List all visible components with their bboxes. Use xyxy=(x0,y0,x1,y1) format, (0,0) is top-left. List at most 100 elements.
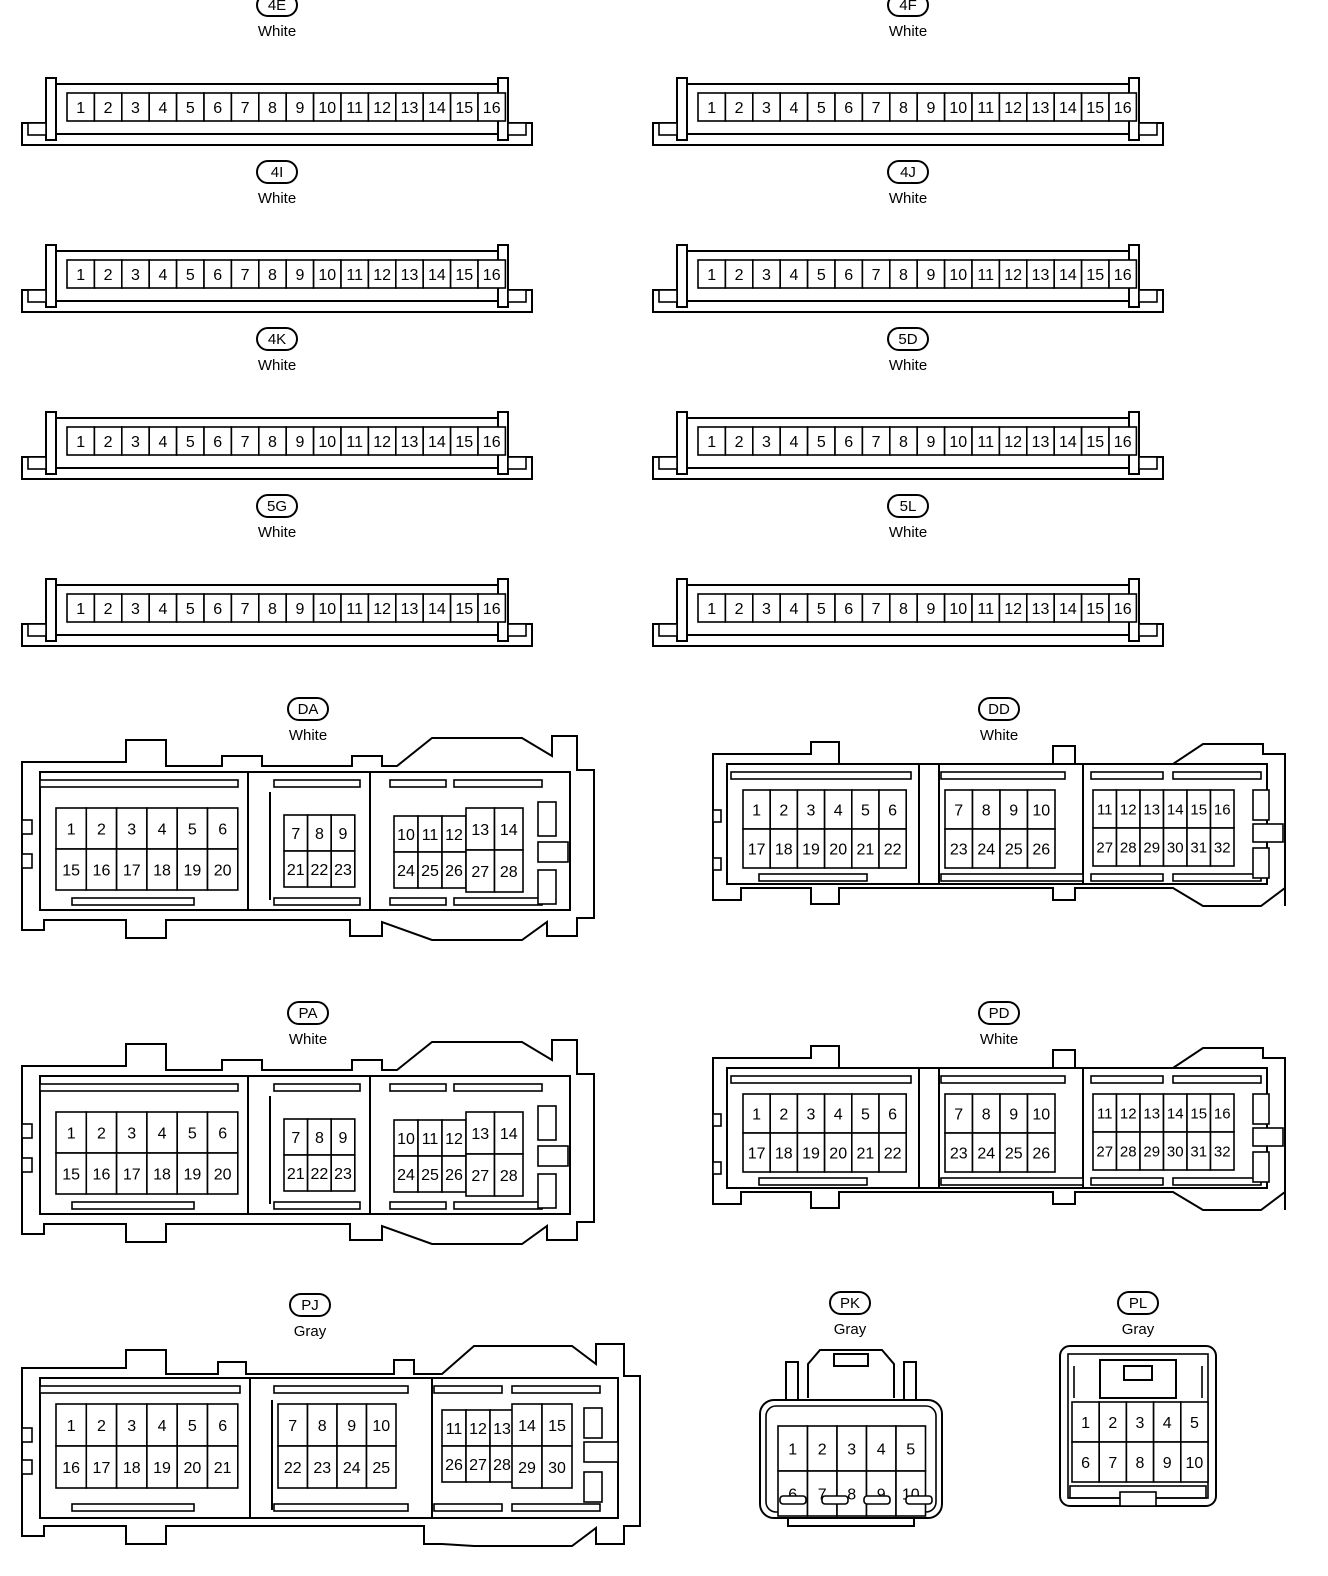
pin-box xyxy=(888,92,918,122)
pin-number: 13 xyxy=(1143,801,1160,818)
pin-cell: 1 xyxy=(55,1111,88,1154)
pin-cell: 15 xyxy=(449,259,479,289)
pin-number: 13 xyxy=(401,601,419,618)
pin-cell: 26 xyxy=(441,851,467,889)
connector-color: Gray xyxy=(834,1321,867,1338)
pin-cell: 9 xyxy=(330,1118,356,1156)
connector-id-badge xyxy=(887,0,929,17)
pin-cell: 1 xyxy=(66,92,96,122)
pin-cell: 13 xyxy=(465,1111,496,1155)
pin-cell: 9 xyxy=(285,593,315,623)
pin-number: 21 xyxy=(857,1145,875,1162)
pin-cell: 15 xyxy=(55,1152,88,1195)
connector-id-badge xyxy=(256,327,298,351)
pin-cell: 5 xyxy=(175,259,205,289)
pin-number: 10 xyxy=(397,827,415,844)
pin-box xyxy=(465,849,496,893)
pin-box xyxy=(55,1111,88,1154)
pin-cell: 9 xyxy=(285,259,315,289)
pin-number: 2 xyxy=(97,1125,106,1142)
pin-cell: 13 xyxy=(1026,426,1056,456)
pin-box xyxy=(1080,426,1110,456)
pin-cell: 6 xyxy=(1071,1441,1101,1483)
pin-cell: 11 xyxy=(971,593,1001,623)
housing-outline xyxy=(807,1349,895,1398)
pin-number: 10 xyxy=(397,1131,415,1148)
connector-color: White xyxy=(889,524,927,541)
pin-number: 31 xyxy=(1190,1143,1207,1160)
pin-cell: 2 xyxy=(769,1093,799,1134)
pin-cell: 10 xyxy=(393,815,419,853)
pin-box xyxy=(176,1403,209,1447)
pin-cell: 4 xyxy=(823,1093,853,1134)
pin-number: 13 xyxy=(401,267,419,284)
connector-id-badge xyxy=(1117,1291,1159,1315)
pin-number: 30 xyxy=(548,1460,566,1477)
pin-cell: 7 xyxy=(861,593,891,623)
pin-number: 14 xyxy=(500,1126,518,1143)
pin-number: 3 xyxy=(127,1125,136,1142)
pin-cell: 14 xyxy=(422,92,452,122)
pin-cell: 12 xyxy=(367,259,397,289)
pin-cell: 6 xyxy=(878,1093,908,1134)
pin-cell: 11 xyxy=(971,426,1001,456)
pin-number: 12 xyxy=(1120,1105,1137,1122)
pin-cell: 26 xyxy=(441,1155,467,1193)
pin-number: 27 xyxy=(1096,839,1113,856)
pin-cell: 13 xyxy=(1026,259,1056,289)
pin-number: 7 xyxy=(241,267,250,284)
pin-cell: 11 xyxy=(417,1119,443,1157)
connector-id: PA xyxy=(299,1005,318,1022)
pin-cell: 24 xyxy=(971,828,1001,869)
pin-cell: 4 xyxy=(146,1403,178,1447)
pin-number: 4 xyxy=(789,100,798,117)
housing-post xyxy=(676,77,688,141)
latch-slot xyxy=(712,1113,722,1127)
pin-number: 1 xyxy=(752,802,761,819)
pin-box xyxy=(66,92,96,122)
pin-number: 4 xyxy=(789,267,798,284)
pin-number: 22 xyxy=(884,841,902,858)
pin-cell: 13 xyxy=(1026,92,1056,122)
connector-id: 5D xyxy=(898,331,917,348)
pin-box xyxy=(861,426,891,456)
pin-number: 7 xyxy=(241,100,250,117)
pin-number: 5 xyxy=(817,267,826,284)
pin-number: 7 xyxy=(241,601,250,618)
pin-box xyxy=(493,807,524,851)
pin-box xyxy=(999,1132,1029,1173)
pin-cell: 16 xyxy=(1209,1093,1235,1133)
pin-number: 2 xyxy=(779,802,788,819)
pin-cell: 10 xyxy=(312,593,342,623)
pin-number: 4 xyxy=(158,267,167,284)
pin-box xyxy=(285,593,315,623)
pin-number: 11 xyxy=(977,434,994,451)
pin-box xyxy=(449,593,479,623)
connector-color: Gray xyxy=(294,1323,327,1340)
pin-number: 21 xyxy=(857,841,875,858)
pin-box xyxy=(115,848,148,891)
pin-cell: 4 xyxy=(148,259,178,289)
latch-slot xyxy=(905,1495,933,1505)
latch-slot xyxy=(1252,789,1270,821)
pin-number: 10 xyxy=(949,434,967,451)
pin-cell: 9 xyxy=(916,259,946,289)
pin-cell: 1 xyxy=(742,1093,772,1134)
latch-slot xyxy=(940,1075,1066,1084)
pin-box xyxy=(1108,426,1138,456)
pin-box xyxy=(541,1445,573,1489)
pin-number: 11 xyxy=(446,1421,463,1438)
pin-number: 24 xyxy=(977,841,995,858)
latch-slot xyxy=(658,456,678,470)
pin-box xyxy=(146,1152,178,1195)
latch-slot xyxy=(712,1161,722,1175)
pin-cell: 7 xyxy=(230,259,260,289)
pin-number: 20 xyxy=(829,1145,847,1162)
pin-cell: 7 xyxy=(861,92,891,122)
latch-slot xyxy=(71,1503,195,1512)
pin-cell: 5 xyxy=(806,426,836,456)
pin-number: 21 xyxy=(287,1166,305,1183)
pin-number: 14 xyxy=(1059,601,1077,618)
pin-cell: 3 xyxy=(751,259,781,289)
pin-number: 13 xyxy=(471,822,489,839)
